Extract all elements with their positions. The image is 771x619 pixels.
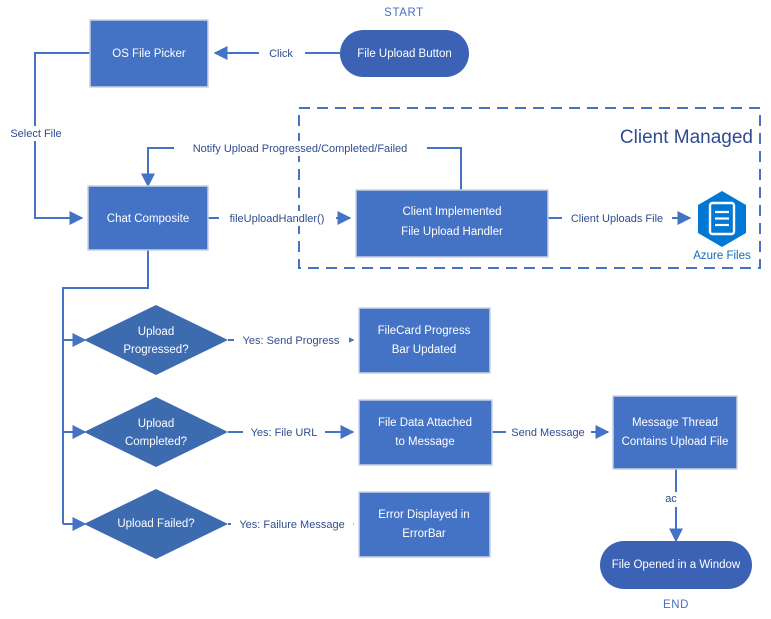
node-client-file-upload-handler-label-2: File Upload Handler	[401, 226, 503, 238]
edge-label-ac: ac	[665, 493, 677, 505]
edge-label-yes-failure-message: Yes: Failure Message	[239, 519, 344, 531]
node-upload-progressed[interactable]	[84, 305, 228, 375]
start-marker-label: START	[384, 7, 424, 19]
node-file-data-attached[interactable]	[358, 399, 493, 466]
node-upload-progressed-label-1: Upload	[138, 326, 174, 338]
node-chat-composite[interactable]	[87, 185, 209, 251]
node-filecard-progress-bar-label-1: FileCard Progress	[378, 325, 471, 337]
edge-label-select-file: Select File	[10, 128, 61, 140]
connector-branch-spine	[62, 250, 149, 524]
node-file-data-attached-label-2: to Message	[395, 436, 454, 448]
node-message-thread-label-2: Contains Upload File	[622, 436, 729, 448]
azure-files-label: Azure Files	[693, 250, 751, 262]
edge-label-client-uploads-file: Client Uploads File	[571, 213, 663, 225]
node-error-displayed-label-2: ErrorBar	[402, 528, 446, 540]
node-file-opened-in-window-label: File Opened in a Window	[612, 559, 741, 571]
client-managed-group	[298, 107, 761, 269]
edge-label-yes-send-progress: Yes: Send Progress	[243, 335, 340, 347]
node-error-displayed[interactable]	[358, 491, 491, 558]
node-message-thread[interactable]	[612, 395, 738, 470]
node-error-displayed-label-1: Error Displayed in	[378, 509, 469, 521]
edge-label-send-message: Send Message	[511, 427, 584, 439]
node-os-file-picker[interactable]	[89, 19, 209, 88]
node-client-file-upload-handler-label-1: Client Implemented	[402, 206, 501, 218]
node-os-file-picker-label: OS File Picker	[112, 48, 186, 60]
azure-files-icon	[698, 191, 746, 247]
node-filecard-progress-bar-label-2: Bar Updated	[392, 344, 457, 356]
node-upload-failed[interactable]	[84, 489, 228, 559]
node-chat-composite-label: Chat Composite	[107, 213, 189, 225]
node-file-opened-in-window[interactable]	[600, 541, 752, 589]
node-file-upload-button[interactable]	[340, 30, 469, 77]
node-upload-failed-label: Upload Failed?	[117, 518, 194, 530]
end-marker-label: END	[663, 599, 689, 611]
node-upload-completed-label-1: Upload	[138, 418, 174, 430]
node-file-upload-button-label: File Upload Button	[357, 48, 452, 60]
edge-label-notify: Notify Upload Progressed/Completed/Faile…	[193, 143, 408, 155]
edge-label-file-upload-handler: fileUploadHandler()	[230, 213, 325, 225]
node-filecard-progress-bar[interactable]	[358, 307, 491, 374]
edge-label-yes-file-url: Yes: File URL	[251, 427, 318, 439]
node-message-thread-label-1: Message Thread	[632, 417, 718, 429]
node-file-data-attached-label-1: File Data Attached	[378, 417, 472, 429]
node-upload-completed[interactable]	[84, 397, 228, 467]
edge-label-click: Click	[269, 48, 293, 60]
node-upload-completed-label-2: Completed?	[125, 436, 187, 448]
client-managed-label: Client Managed	[620, 127, 753, 148]
node-client-file-upload-handler[interactable]	[355, 189, 549, 258]
node-upload-progressed-label-2: Progressed?	[123, 344, 188, 356]
